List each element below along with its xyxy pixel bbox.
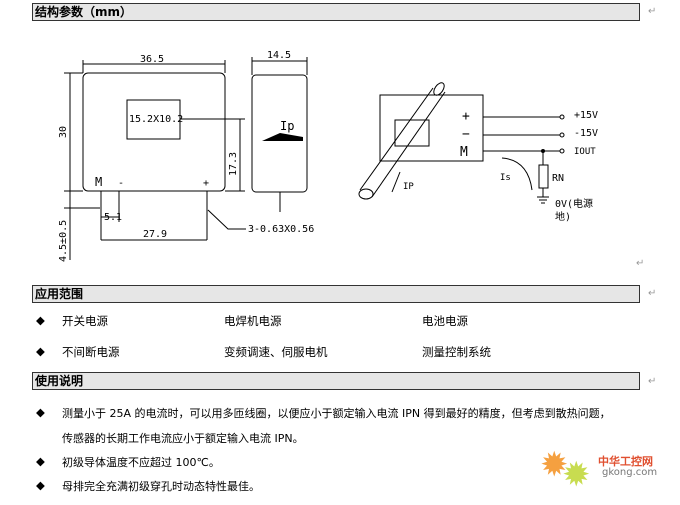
- return-mark: ↵: [636, 258, 645, 269]
- bullet-icon: ◆: [36, 405, 45, 419]
- application-item: 不间断电源: [62, 345, 120, 359]
- svg-text:M: M: [460, 145, 468, 160]
- dimension-drawing: 36.5 14.5 15.2X10.2 30 17.3 4.5±0.5 5.1 …: [58, 50, 598, 262]
- return-mark: ↵: [648, 288, 657, 299]
- svg-text:5.1: 5.1: [104, 212, 122, 223]
- usage-item: 初级导体温度不应超过 100℃。: [62, 456, 220, 469]
- bullet-icon: ◆: [36, 313, 45, 327]
- ip-arrow-icon: [262, 133, 303, 141]
- svg-text:30: 30: [58, 126, 69, 138]
- gkong-watermark-logo: ✹ ✹ 中华工控网 gkong.com: [540, 445, 658, 495]
- svg-text:+: +: [203, 178, 209, 189]
- svg-text:+15V: +15V: [574, 110, 598, 121]
- gear-icon: ✹: [562, 455, 591, 495]
- section-header-usage: 使用说明: [32, 372, 640, 390]
- usage-item: 母排完全充满初级穿孔时动态特性最佳。: [62, 480, 260, 493]
- svg-text:M: M: [95, 175, 102, 189]
- svg-text:27.9: 27.9: [143, 229, 167, 240]
- gear-icon: ✹: [540, 445, 569, 485]
- usage-item: 测量小于 25A 的电流时，可以用多匝线圈，以便应小于额定输入电流 IPN 得到…: [62, 407, 611, 420]
- bullet-icon: ◆: [36, 454, 45, 468]
- svg-text:IOUT: IOUT: [574, 147, 596, 157]
- svg-text:17.3: 17.3: [228, 152, 239, 176]
- svg-text:RN: RN: [552, 173, 564, 184]
- section-header-structure: 结构参数（mm）: [32, 3, 640, 21]
- return-mark: ↵: [648, 376, 657, 387]
- svg-text:4.5±0.5: 4.5±0.5: [58, 220, 69, 262]
- svg-text:-15V: -15V: [574, 128, 598, 139]
- svg-text:地): 地): [555, 210, 571, 223]
- svg-text:-: -: [118, 178, 124, 189]
- svg-text:3-0.63X0.56: 3-0.63X0.56: [248, 224, 314, 235]
- usage-item: 传感器的长期工作电流应小于额定输入电流 IPN。: [62, 432, 304, 445]
- circuit-diagram: [358, 82, 565, 204]
- application-item: 变频调速、伺服电机: [224, 345, 328, 359]
- section-header-application: 应用范围: [32, 285, 640, 303]
- svg-text:Ip: Ip: [280, 119, 294, 133]
- application-item: 开关电源: [62, 314, 108, 328]
- bullet-icon: ◆: [36, 478, 45, 492]
- svg-text:36.5: 36.5: [140, 54, 164, 65]
- application-item: 电焊机电源: [224, 314, 282, 328]
- return-mark: ↵: [648, 6, 657, 17]
- svg-text:Is: Is: [500, 173, 511, 183]
- svg-text:0V(电源: 0V(电源: [555, 197, 593, 210]
- svg-text:−: −: [462, 127, 470, 142]
- svg-text:14.5: 14.5: [267, 50, 291, 61]
- application-item: 电池电源: [422, 314, 468, 328]
- svg-text:IP: IP: [403, 182, 414, 192]
- application-item: 测量控制系统: [422, 345, 491, 359]
- svg-text:15.2X10.2: 15.2X10.2: [129, 114, 183, 125]
- sensor-front-view: [82, 72, 226, 192]
- bullet-icon: ◆: [36, 344, 45, 358]
- svg-text:+: +: [462, 109, 470, 124]
